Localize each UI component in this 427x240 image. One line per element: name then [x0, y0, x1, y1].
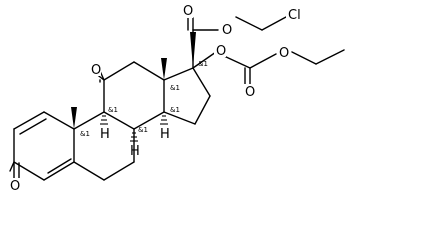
atom-label-hydrogen-c14: H: [160, 127, 170, 142]
bond: [19, 118, 47, 135]
bond: [73, 111, 105, 130]
chemical-structure-diagram: O O Cl O O O O O H H H &1 &1 &1 &1 &1 &1: [8, 4, 345, 194]
wedge-bond: [161, 58, 167, 80]
bond: [163, 111, 196, 125]
bond: [103, 161, 135, 181]
bond: [223, 55, 251, 69]
bond: [291, 51, 317, 65]
bond: [192, 67, 211, 97]
bond-layer: [9, 16, 345, 181]
atom-label-oxygen-c11-ketone: O: [91, 63, 101, 78]
bond: [133, 61, 165, 81]
bond: [249, 53, 277, 69]
stereo-annotation-c10: &1: [80, 130, 90, 138]
atom-label-hydrogen-c9: H: [100, 127, 110, 142]
bond: [13, 111, 45, 130]
bond: [103, 111, 135, 130]
wedge-bond: [71, 107, 77, 129]
atom-label-chlorine: Cl: [288, 8, 301, 23]
stereo-annotation-c8: &1: [138, 126, 148, 134]
bond: [163, 67, 194, 81]
atom-label-oxygen-c17-link: O: [216, 44, 226, 59]
bond: [261, 16, 287, 31]
bond: [315, 49, 345, 65]
atom-label-oxygen-ester-link: O: [222, 23, 232, 38]
stereo-annotation-c13: &1: [170, 84, 180, 92]
atom-label-hydrogen-c8: H: [130, 144, 140, 159]
stereo-annotation-layer: &1 &1 &1 &1 &1 &1: [80, 60, 208, 138]
bond: [43, 161, 75, 181]
bond: [43, 111, 75, 130]
atom-label-oxygen-carbonate-carbonyl: O: [245, 85, 255, 100]
stereo-annotation-c14: &1: [170, 106, 180, 114]
bond: [103, 61, 135, 81]
atom-label-layer: O O Cl O O O O O H H H: [8, 4, 306, 194]
wedge-bond: [190, 32, 196, 68]
bond: [235, 16, 263, 31]
bond: [192, 51, 217, 69]
bond: [47, 158, 72, 174]
stereo-annotation-c9: &1: [108, 106, 118, 114]
atom-label-oxygen-carbonate-ether: O: [279, 46, 289, 61]
atom-label-oxygen-ester-carbonyl: O: [183, 4, 193, 19]
bond: [194, 95, 211, 125]
atom-label-oxygen-c3-ketone: O: [10, 179, 20, 194]
bond: [73, 161, 105, 181]
bond: [133, 111, 165, 130]
stereo-bond-layer: [71, 32, 196, 142]
stereo-annotation-c17: &1: [198, 60, 208, 68]
